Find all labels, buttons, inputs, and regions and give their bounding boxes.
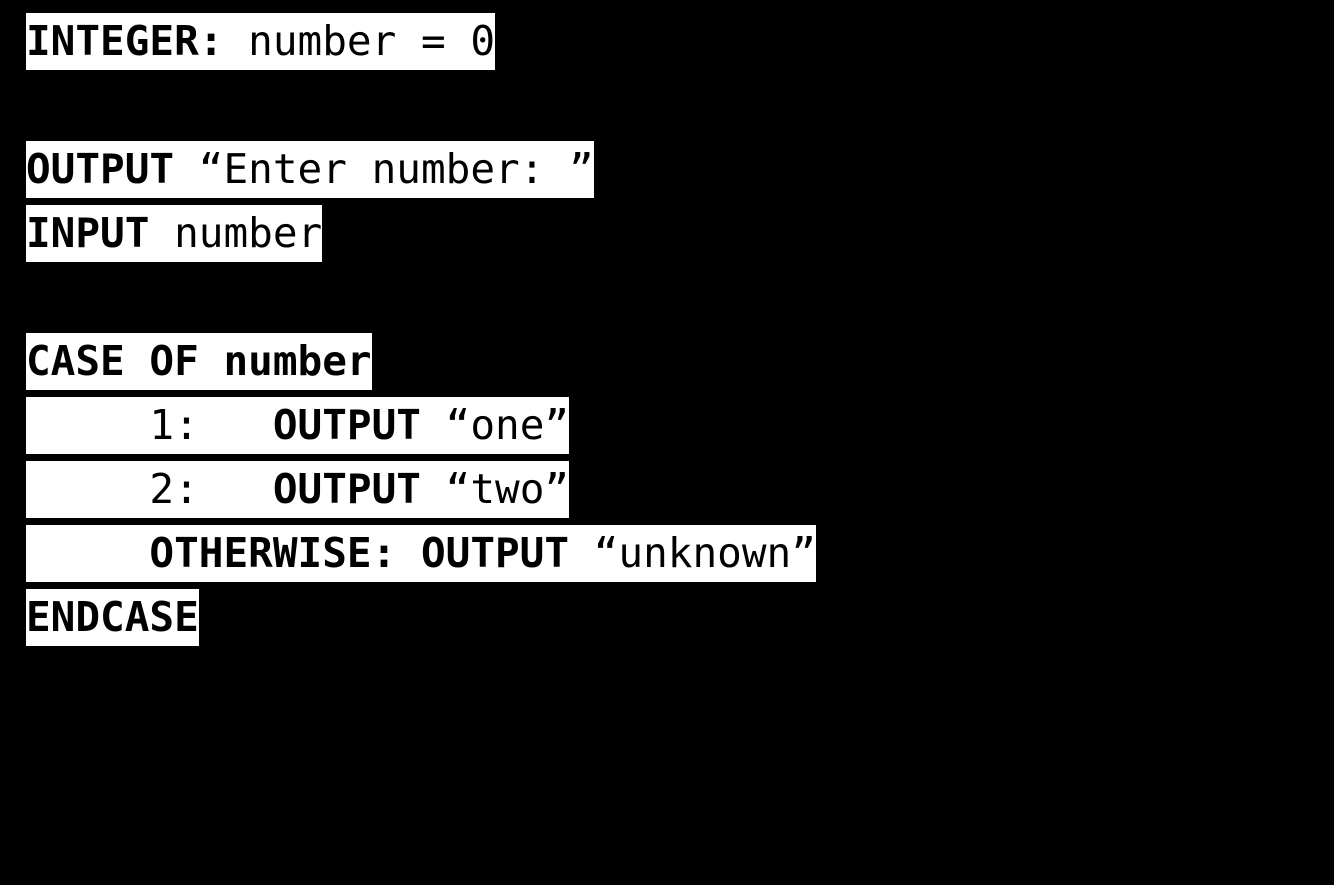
code-line: OTHERWISE: OUTPUT “unknown” [26,525,816,589]
code-line: INTEGER: number = 0 [26,13,816,77]
code-keyword: ENDCASE [26,593,199,641]
code-line-highlight: ENDCASE [26,589,199,646]
code-line-highlight [26,269,51,326]
code-line-highlight: OUTPUT “Enter number: ” [26,141,594,198]
code-keyword: OUTPUT [272,401,421,449]
code-line-highlight: 1: OUTPUT “one” [26,397,570,454]
code-keyword: OUTPUT [26,145,175,193]
code-line-highlight: OTHERWISE: OUTPUT “unknown” [26,525,816,582]
code-line: CASE OF number [26,333,816,397]
code-text: number [149,209,323,257]
code-line: ENDCASE [26,589,816,653]
code-line: INPUT number [26,205,816,269]
code-text: “two” [420,465,570,513]
pseudocode-block: INTEGER: number = 0 OUTPUT “Enter number… [26,13,816,653]
code-text: “Enter number: ” [174,145,594,193]
code-line: 2: OUTPUT “two” [26,461,816,525]
code-text: “unknown” [569,529,816,577]
code-keyword: INPUT [26,209,150,257]
code-keyword: OTHERWISE: OUTPUT [149,529,570,577]
code-keyword: CASE OF number [26,337,372,385]
code-line-highlight: INPUT number [26,205,323,262]
code-text: number = 0 [223,17,496,65]
code-line-blank [26,269,816,333]
code-text: 1: [26,401,273,449]
code-line-highlight: 2: OUTPUT “two” [26,461,570,518]
code-text [26,529,149,577]
code-line-highlight [26,77,51,134]
code-line-highlight: INTEGER: number = 0 [26,13,496,70]
code-line: OUTPUT “Enter number: ” [26,141,816,205]
code-text: 2: [26,465,273,513]
code-text [26,81,51,129]
code-line: 1: OUTPUT “one” [26,397,816,461]
code-text [26,273,51,321]
code-line-blank [26,77,816,141]
code-keyword: INTEGER: [26,17,224,65]
code-text: “one” [420,401,570,449]
code-line-highlight: CASE OF number [26,333,372,390]
code-keyword: OUTPUT [272,465,421,513]
